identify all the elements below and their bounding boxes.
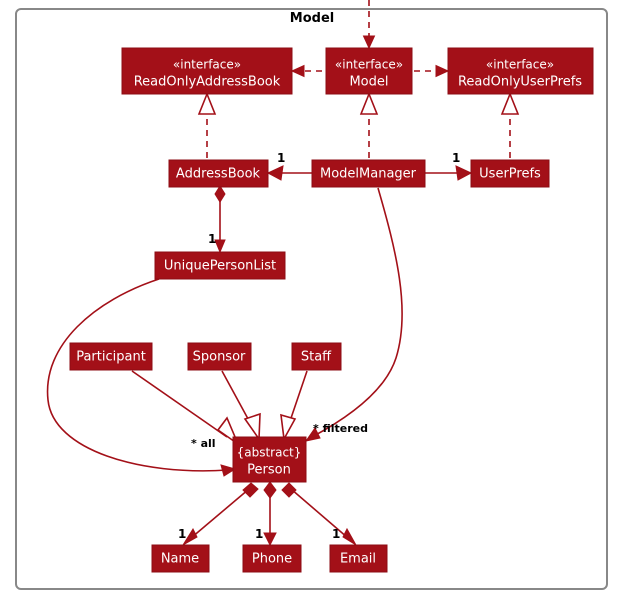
node-sponsor[interactable]: Sponsor xyxy=(187,342,252,371)
node-name-box[interactable] xyxy=(151,544,210,573)
multiplicity-unique-person-list: 1 xyxy=(208,232,216,246)
node-readonly-user-prefs-box[interactable] xyxy=(447,47,594,95)
node-phone-name: Phone xyxy=(252,552,292,567)
edge-person-to-phone xyxy=(263,481,277,547)
edge-person-to-name xyxy=(182,482,259,546)
node-user-prefs-name: UserPrefs xyxy=(479,167,541,182)
node-email-name: Email xyxy=(340,552,376,567)
node-user-prefs[interactable]: UserPrefs xyxy=(470,159,550,188)
node-person-box[interactable] xyxy=(232,436,307,483)
node-readonly-address-book-stereotype: «interface» xyxy=(173,58,241,72)
node-staff-name: Staff xyxy=(301,350,332,365)
multiplicity-address-book: 1 xyxy=(277,151,285,165)
node-person-name: Person xyxy=(247,463,291,478)
node-sponsor-name: Sponsor xyxy=(193,350,246,365)
edge-model-manager-to-person xyxy=(304,187,403,442)
multiplicity-name: 1 xyxy=(178,527,186,541)
edge-model-to-readonly-address-book xyxy=(290,64,322,78)
node-model-stereotype: «interface» xyxy=(335,58,403,72)
node-readonly-user-prefs-stereotype: «interface» xyxy=(486,58,554,72)
edge-model-manager-realizes-model xyxy=(359,91,379,158)
edge-address-book-realizes-readonly-address-book xyxy=(197,91,217,158)
node-model-manager[interactable]: ModelManager xyxy=(311,159,426,188)
node-readonly-address-book-box[interactable] xyxy=(121,47,293,95)
multiplicity-user-prefs: 1 xyxy=(452,151,460,165)
edge-external-to-model xyxy=(362,0,376,50)
node-email[interactable]: Email xyxy=(329,544,388,573)
node-readonly-user-prefs-name: ReadOnlyUserPrefs xyxy=(458,75,582,90)
node-model-box[interactable] xyxy=(325,47,413,95)
edge-user-prefs-realizes-readonly-user-prefs xyxy=(500,91,520,158)
edge-participant-extends-person xyxy=(131,370,240,447)
node-staff-box[interactable] xyxy=(291,342,342,371)
node-model-manager-box[interactable] xyxy=(311,159,426,188)
node-person-stereotype: {abstract} xyxy=(237,446,302,460)
node-participant-box[interactable] xyxy=(69,342,153,371)
node-address-book-box[interactable] xyxy=(168,159,269,188)
node-person[interactable]: {abstract} Person xyxy=(232,436,307,483)
node-staff[interactable]: Staff xyxy=(291,342,342,371)
multiplicity-phone: 1 xyxy=(255,527,263,541)
edge-unique-person-list-to-person xyxy=(46,278,237,477)
role-label-filtered: * filtered xyxy=(313,422,368,435)
edge-person-to-email xyxy=(281,482,358,547)
edge-model-manager-to-user-prefs xyxy=(425,165,473,181)
role-label-all: * all xyxy=(191,437,216,450)
edge-model-to-readonly-user-prefs xyxy=(414,64,450,78)
node-unique-person-list-name: UniquePersonList xyxy=(164,259,276,274)
package-title: Model xyxy=(290,11,334,26)
edge-sponsor-extends-person xyxy=(221,370,261,442)
node-readonly-user-prefs[interactable]: «interface» ReadOnlyUserPrefs xyxy=(447,47,594,95)
package-frame xyxy=(15,8,608,590)
node-name[interactable]: Name xyxy=(151,544,210,573)
node-phone-box[interactable] xyxy=(242,544,302,573)
edge-address-book-to-unique-person-list xyxy=(214,185,226,254)
node-participant[interactable]: Participant xyxy=(69,342,153,371)
node-address-book-name: AddressBook xyxy=(176,167,261,182)
node-unique-person-list-box[interactable] xyxy=(154,251,286,280)
node-phone[interactable]: Phone xyxy=(242,544,302,573)
node-model-name: Model xyxy=(349,75,388,90)
node-email-box[interactable] xyxy=(329,544,388,573)
node-readonly-address-book-name: ReadOnlyAddressBook xyxy=(134,75,281,90)
multiplicity-email: 1 xyxy=(332,527,340,541)
node-sponsor-box[interactable] xyxy=(187,342,252,371)
node-participant-name: Participant xyxy=(76,350,146,365)
edge-staff-extends-person xyxy=(280,370,308,442)
node-model-manager-name: ModelManager xyxy=(320,167,417,182)
node-model[interactable]: «interface» Model xyxy=(325,47,413,95)
node-name-name: Name xyxy=(161,552,199,567)
node-address-book[interactable]: AddressBook xyxy=(168,159,269,188)
edge-model-manager-to-address-book xyxy=(266,165,312,181)
node-user-prefs-box[interactable] xyxy=(470,159,550,188)
node-readonly-address-book[interactable]: «interface» ReadOnlyAddressBook xyxy=(121,47,293,95)
node-unique-person-list[interactable]: UniquePersonList xyxy=(154,251,286,280)
